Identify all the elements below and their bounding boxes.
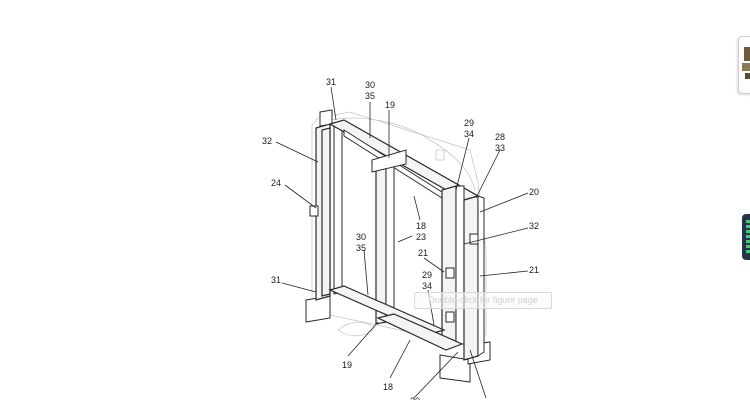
figure-tooltip: Double-click for figure page (414, 292, 552, 309)
left-upright (315, 109, 343, 301)
thumbnail-graphic (742, 47, 750, 79)
callout-19-top: 19 (385, 100, 395, 110)
leader-lines (275, 86, 529, 399)
clips (309, 205, 479, 323)
callout-21-right: 21 (529, 265, 539, 275)
bottom-crossbar (328, 285, 464, 351)
callout-32-left: 32 (262, 136, 272, 146)
callout-20-bottom: 20 (410, 396, 420, 400)
callout-32-right: 32 (529, 221, 539, 231)
callout-31-bottom: 31 (271, 275, 281, 285)
level-indicator-icon[interactable] (742, 214, 750, 260)
callout-21-mid: 21 (418, 248, 428, 258)
figure-thumbnail-icon[interactable] (738, 36, 750, 94)
callout-31-top: 31 (326, 77, 336, 87)
center-upright (371, 149, 407, 325)
callout-24: 24 (271, 178, 281, 188)
callout-20-right: 20 (529, 187, 539, 197)
callout-19-bottom: 19 (342, 360, 352, 370)
callout-18-bottom: 18 (383, 382, 393, 392)
housing-outline (311, 111, 487, 346)
